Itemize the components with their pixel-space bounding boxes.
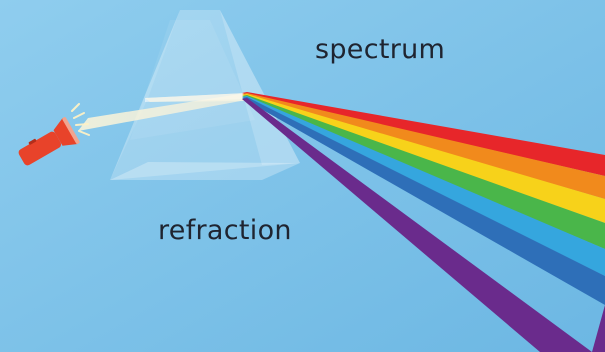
refraction-label: refraction bbox=[158, 217, 292, 244]
spectrum-label: spectrum bbox=[315, 36, 445, 63]
